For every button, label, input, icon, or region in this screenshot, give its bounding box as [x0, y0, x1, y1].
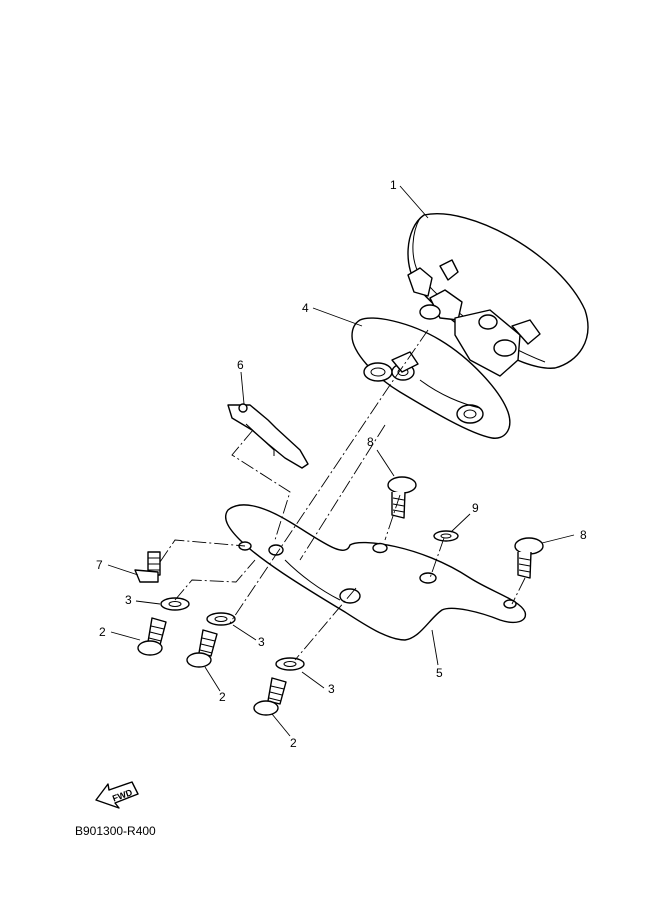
callout-5: 5: [436, 666, 443, 680]
callout-8-left: 8: [367, 435, 374, 449]
assembly-lines: [159, 329, 526, 661]
washer-3-c: [275, 657, 305, 671]
callout-8-right: 8: [580, 528, 587, 542]
washer-3-a: [160, 597, 190, 611]
callout-3-b: 3: [258, 635, 265, 649]
callout-6: 6: [237, 358, 244, 372]
bolt-7: [134, 551, 161, 583]
meter-assembly: [407, 213, 589, 377]
callout-2-a: 2: [99, 625, 106, 639]
bolt-8-right: [514, 537, 544, 579]
callout-1: 1: [390, 178, 397, 192]
bolt-2-a: [137, 617, 167, 656]
leader-lines: [107, 185, 575, 737]
bolt-2-c: [253, 677, 287, 716]
callout-2-b: 2: [219, 690, 226, 704]
callout-2-c: 2: [290, 736, 297, 750]
callout-4: 4: [302, 301, 309, 315]
clip-bracket: [227, 403, 309, 469]
diagram-code: B901300-R400: [75, 824, 156, 838]
bolt-2-b: [186, 629, 218, 668]
fwd-arrow-icon: FWD: [95, 781, 139, 809]
callout-7: 7: [96, 558, 103, 572]
meter-bracket-plate: [351, 317, 511, 439]
bolt-8-left: [387, 476, 417, 519]
washer-9: [433, 530, 459, 542]
callout-9: 9: [472, 501, 479, 515]
callout-3-a: 3: [125, 593, 132, 607]
meter-stay: [224, 504, 527, 641]
callout-3-c: 3: [328, 682, 335, 696]
washer-3-b: [206, 612, 236, 626]
